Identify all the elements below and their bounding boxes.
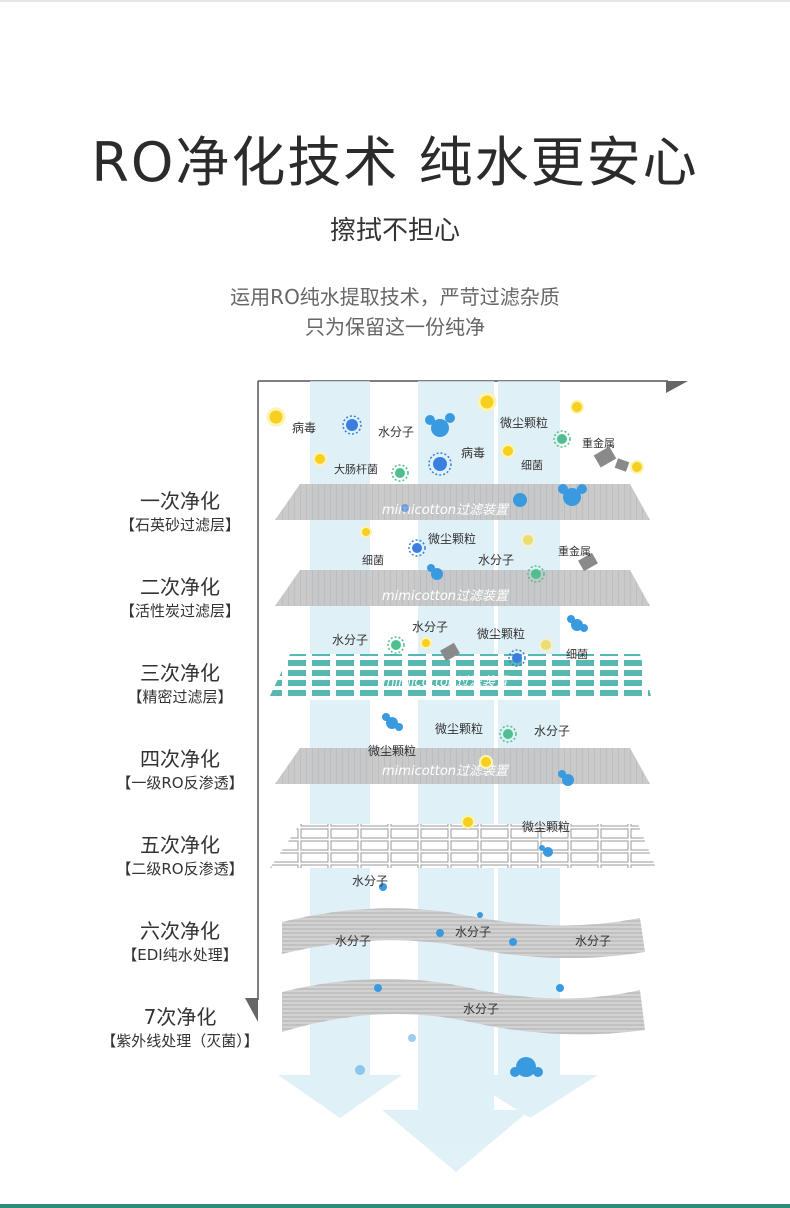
filter-layer-4	[275, 748, 650, 784]
filter-brand-2: mimicotton过滤装置	[382, 589, 510, 604]
label-dust-6: 微尘颗粒	[522, 819, 570, 834]
description-line-2: 只为保留这一份纯净	[305, 315, 485, 339]
stage-4: 四次净化 【一级RO反渗透】	[90, 746, 270, 794]
label-bacteria-1: 细菌	[521, 459, 543, 472]
label-water-9: 水分子	[575, 934, 611, 948]
stage-4-name: 四次净化	[140, 747, 220, 771]
stage-7: 7次净化 【紫外线处理（灭菌）】	[90, 1004, 270, 1052]
label-bacteria-2: 细菌	[362, 554, 384, 567]
bottom-accent-bar	[0, 1204, 790, 1208]
label-dust-2: 微尘颗粒	[428, 531, 476, 546]
stage-6-layer: 【EDI纯水处理】	[122, 946, 238, 964]
label-metal-2: 重金属	[558, 544, 591, 558]
label-water-8: 水分子	[455, 925, 491, 939]
stage-2-layer: 【活性炭过滤层】	[119, 602, 240, 620]
label-water-4: 水分子	[412, 620, 448, 634]
label-water-1: 水分子	[378, 425, 414, 439]
stage-5-name: 五次净化	[140, 833, 220, 857]
stage-2-name: 二次净化	[140, 575, 220, 599]
filter-layer-7	[282, 978, 645, 1035]
page-title: RO净化技术 纯水更安心	[91, 131, 699, 194]
stage-4-layer: 【一级RO反渗透】	[116, 774, 244, 792]
label-water-3: 水分子	[332, 633, 368, 647]
water-molecules	[355, 413, 588, 1077]
label-dust-4: 微尘颗粒	[435, 721, 483, 736]
stage-6-name: 六次净化	[140, 919, 220, 943]
stage-7-name: 7次净化	[143, 1005, 217, 1029]
metal-particles	[440, 446, 630, 662]
filter-layer-6	[282, 908, 645, 959]
top-divider	[0, 0, 790, 2]
filter-brand-3: mimicotton过滤装置	[382, 675, 510, 690]
description-line-1: 运用RO纯水提取技术，严苛过滤杂质	[230, 285, 560, 309]
filter-layer-2	[275, 570, 650, 606]
label-water-2: 水分子	[478, 553, 514, 567]
stage-5: 五次净化 【二级RO反渗透】	[90, 832, 270, 880]
label-water-5: 水分子	[534, 724, 570, 738]
filter-layer-1	[275, 484, 650, 520]
label-virus-2: 病毒	[461, 445, 485, 460]
label-water-6: 水分子	[352, 874, 388, 888]
description: 运用RO纯水提取技术，严苛过滤杂质 只为保留这一份纯净	[0, 282, 790, 342]
frame-top-arrowhead	[666, 381, 688, 393]
stage-6: 六次净化 【EDI纯水处理】	[90, 918, 270, 966]
stage-3-layer: 【精密过滤层】	[127, 688, 233, 706]
dust-particles	[266, 392, 644, 829]
label-ecoli: 大肠杆菌	[334, 462, 378, 476]
stage-1-name: 一次净化	[140, 489, 220, 513]
frame-left-arrowhead	[245, 998, 258, 1022]
filter-layer-3	[268, 654, 652, 700]
stage-2: 二次净化 【活性炭过滤层】	[90, 574, 270, 622]
label-water-7: 水分子	[335, 934, 371, 948]
virus-particles	[342, 415, 526, 667]
stage-1-layer: 【石英砂过滤层】	[119, 516, 240, 534]
filter-brand-1: mimicotton过滤装置	[382, 503, 510, 518]
stage-3-name: 三次净化	[140, 661, 220, 685]
label-virus-1: 病毒	[292, 420, 316, 435]
filter-layer-5	[270, 824, 656, 868]
stage-3: 三次净化 【精密过滤层】	[90, 660, 270, 708]
label-dust-5: 微尘颗粒	[368, 743, 416, 758]
filter-brand-4: mimicotton过滤装置	[382, 764, 510, 779]
stage-1: 一次净化 【石英砂过滤层】	[90, 488, 270, 536]
label-bacteria-3: 细菌	[566, 648, 588, 661]
page-subtitle: 擦拭不担心	[329, 216, 460, 246]
bacteria-particles	[387, 430, 571, 743]
label-dust-1: 微尘颗粒	[500, 415, 548, 430]
label-dust-3: 微尘颗粒	[477, 626, 525, 641]
stage-7-layer: 【紫外线处理（灭菌）】	[101, 1032, 259, 1050]
label-metal-1: 重金属	[582, 436, 615, 450]
stage-5-layer: 【二级RO反渗透】	[116, 860, 244, 878]
label-water-10: 水分子	[463, 1002, 499, 1016]
